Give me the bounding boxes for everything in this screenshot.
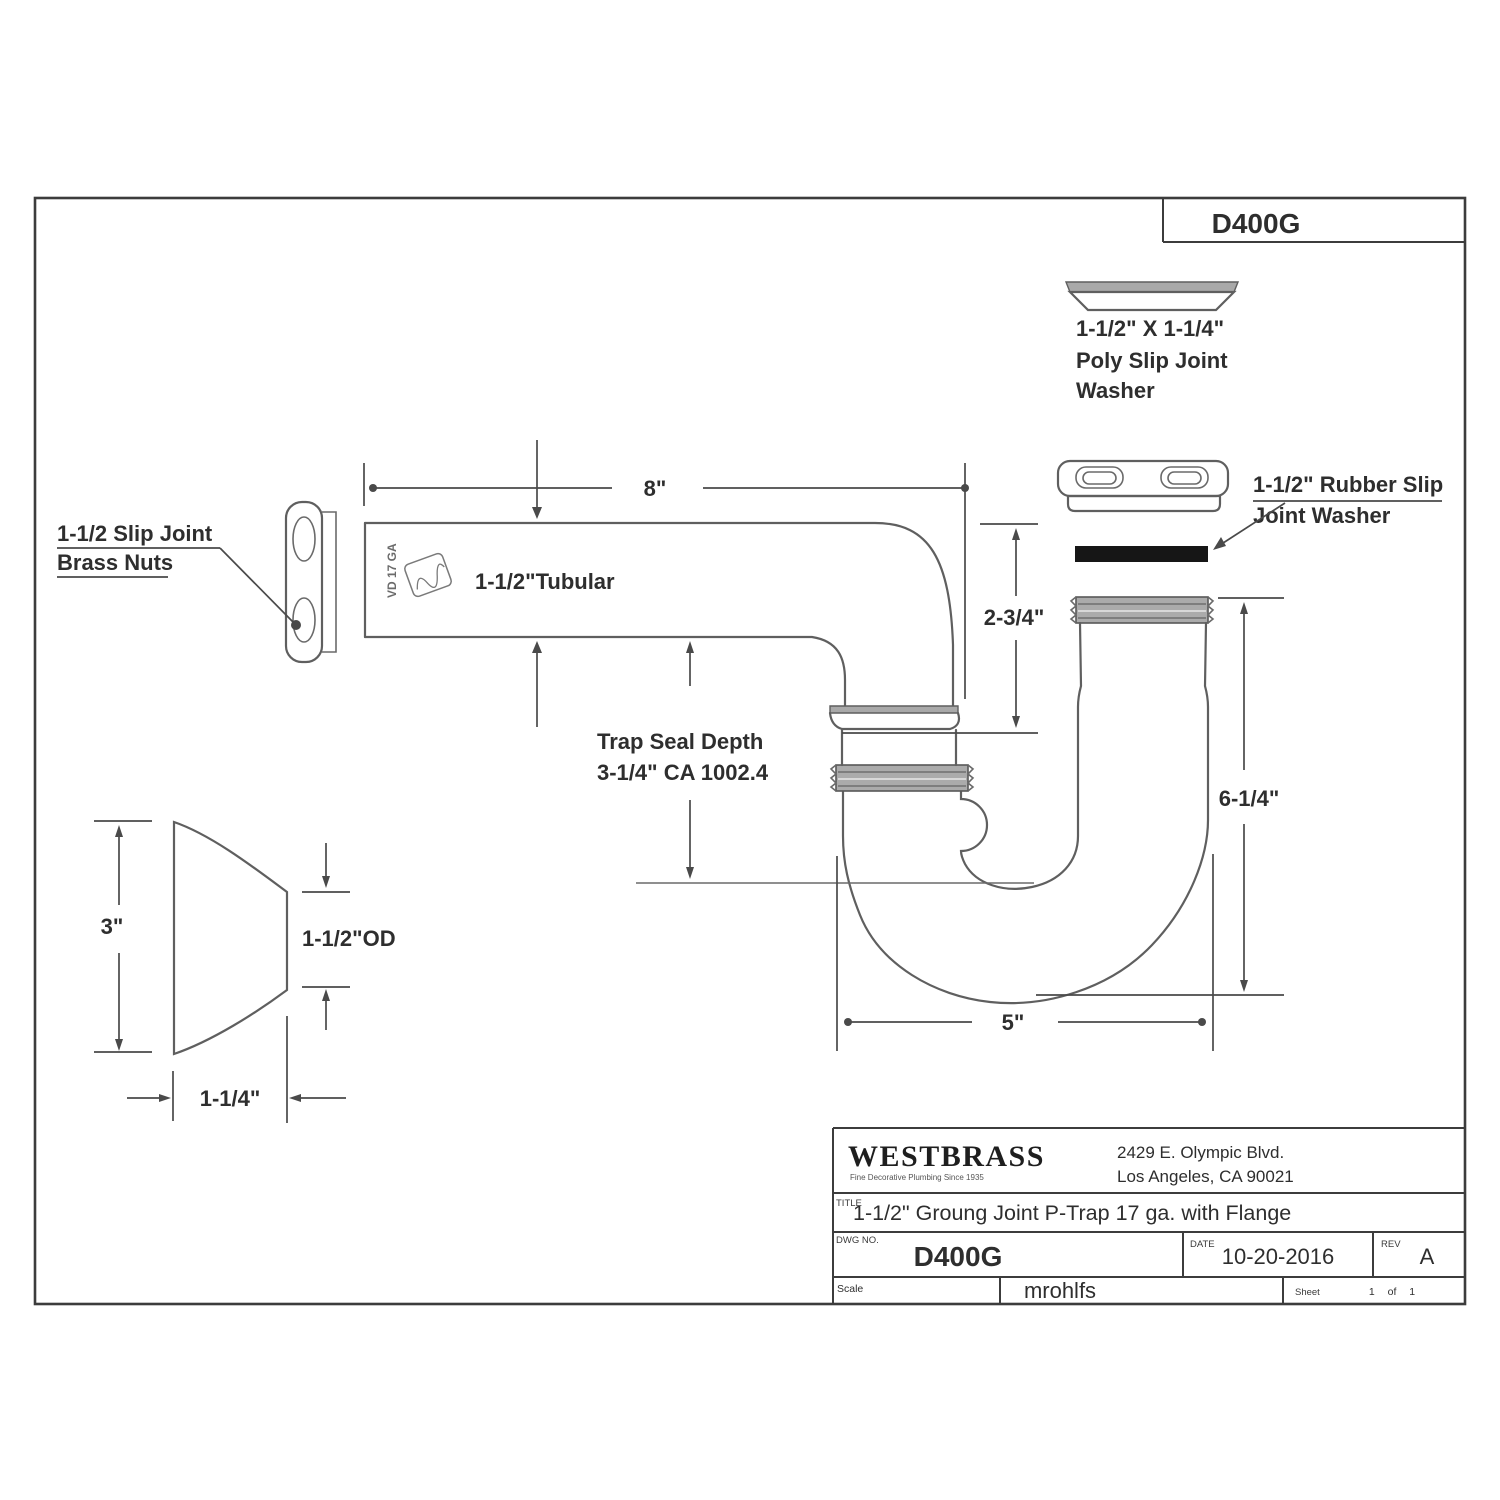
dim-trap-width-text: 5" [1002, 1010, 1025, 1035]
scale-label: Scale [837, 1283, 863, 1295]
trap-outlet-pipe [1069, 596, 1215, 624]
sheet-label: Sheet [1295, 1287, 1320, 1298]
tube-stamp: VD 17 GA [385, 543, 452, 598]
flange-section [172, 820, 289, 1056]
poly-washer-label-3: Washer [1076, 378, 1155, 403]
tubular-arm-elbow [363, 521, 961, 731]
dim-flange-height: 3" [94, 820, 152, 1053]
company-tagline: Fine Decorative Plumbing Since 1935 [850, 1173, 984, 1182]
date-label: DATE [1190, 1239, 1215, 1250]
sheet-value: 1 of 1 [1369, 1286, 1415, 1298]
drawing-number-box: D400G [1162, 198, 1465, 243]
drawing-number: D400G [1212, 208, 1301, 239]
title-block: WESTBRASS Fine Decorative Plumbing Since… [832, 1127, 1465, 1304]
drawing-border [33, 196, 1467, 1306]
trap-seal-label-1: Trap Seal Depth [597, 729, 763, 754]
tube-od-marks [532, 440, 542, 727]
dim-flange-height-text: 3" [101, 914, 124, 939]
dim-trap-height: 6-1/4" [1036, 597, 1284, 996]
rubber-washer-leader [1219, 502, 1286, 546]
dim-flange-depth-text: 1-1/4" [200, 1086, 261, 1111]
dim-trap-height-text: 6-1/4" [1219, 786, 1280, 811]
dwg-no-label: DWG NO. [836, 1235, 879, 1246]
rubber-washer-label-2: Joint Washer [1253, 503, 1391, 528]
author-value: mrohlfs [1024, 1278, 1096, 1303]
rubber-slip-joint-washer: 1-1/2" Rubber Slip Joint Washer [1075, 472, 1443, 562]
slip-nut-side-view [284, 500, 337, 664]
trap-inlet-hub [829, 728, 975, 792]
address-line-1: 2429 E. Olympic Blvd. [1117, 1143, 1284, 1162]
dim-flange-od-text: 1-1/2"OD [302, 926, 396, 951]
dim-arm-length: 8" [363, 463, 969, 699]
address-line-2: Los Angeles, CA 90021 [1117, 1167, 1294, 1186]
dim-elbow-drop-text: 2-3/4" [984, 605, 1045, 630]
date-value: 10-20-2016 [1222, 1244, 1335, 1269]
trap-seal-label-2: 3-1/4" CA 1002.4 [597, 760, 769, 785]
tubular-label: 1-1/2"Tubular [475, 569, 615, 594]
brass-nuts-label-1: 1-1/2 Slip Joint [57, 521, 213, 546]
brass-nuts-label-2: Brass Nuts [57, 550, 173, 575]
trap-seal-callout: Trap Seal Depth 3-1/4" CA 1002.4 [597, 641, 769, 879]
rubber-washer-label-1: 1-1/2" Rubber Slip [1253, 472, 1443, 497]
rev-label: REV [1381, 1239, 1401, 1250]
slip-nut-top-view [1056, 459, 1230, 513]
brass-nuts-callout: 1-1/2 Slip Joint Brass Nuts [57, 521, 301, 630]
rev-value: A [1420, 1244, 1435, 1269]
brass-nuts-leader [219, 547, 294, 623]
j-bend-body [636, 621, 1210, 1005]
stamp-text: VD 17 GA [385, 543, 399, 598]
poly-washer-label-2: Poly Slip Joint [1076, 348, 1228, 373]
dim-flange-od: 1-1/2"OD [302, 843, 396, 1030]
dim-elbow-drop: 2-3/4" [842, 523, 1045, 734]
title-label: TITLE [836, 1198, 862, 1209]
dim-flange-depth: 1-1/4" [127, 1016, 346, 1123]
dim-trap-width: 5" [836, 854, 1214, 1051]
company-logo: WESTBRASS [848, 1140, 1045, 1173]
dim-arm-length-text: 8" [644, 476, 667, 501]
drawing-title: 1-1/2" Groung Joint P-Trap 17 ga. with F… [853, 1201, 1291, 1225]
poly-slip-joint-washer: 1-1/2" X 1-1/4" Poly Slip Joint Washer [1064, 281, 1240, 403]
dwg-no-value: D400G [914, 1241, 1003, 1272]
poly-washer-label-1: 1-1/2" X 1-1/4" [1076, 316, 1224, 341]
